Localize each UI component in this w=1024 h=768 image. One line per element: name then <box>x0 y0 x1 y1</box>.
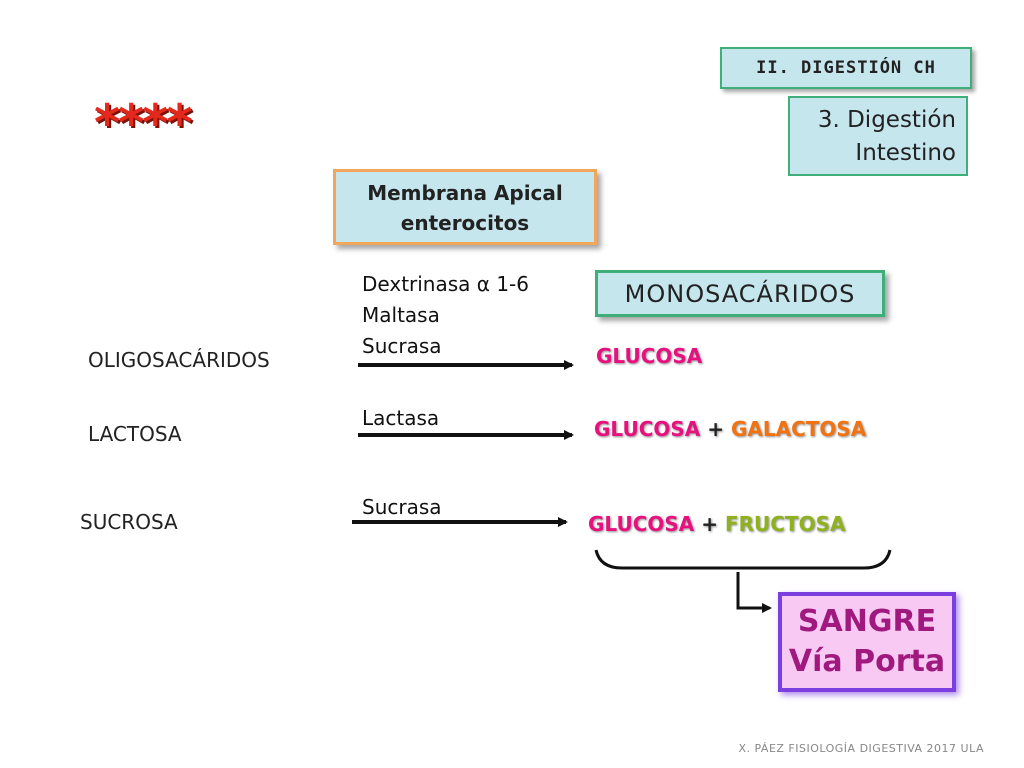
enzyme-maltasa: Maltasa <box>362 303 440 327</box>
product-glucosa-2: GLUCOSA <box>594 417 701 441</box>
product-fructosa: FRUCTOSA <box>724 512 846 536</box>
destination-line1: SANGRE <box>797 604 937 639</box>
section-label: II. DIGESTIÓN CH <box>720 47 972 89</box>
substrate-lactosa: LACTOSA <box>88 422 182 446</box>
apical-line1: Membrana Apical <box>367 181 563 205</box>
enzyme-list-1: Dextrinasa α 1-6 Maltasa Sucrasa <box>362 269 529 362</box>
product-glucosa-1: GLUCOSA <box>596 344 703 368</box>
sangre-via-porta-box: SANGRE Vía Porta <box>778 592 956 692</box>
substrate-sucrosa: SUCROSA <box>80 510 178 534</box>
apical-line2: enterocitos <box>400 211 530 235</box>
enzyme-sucrasa: Sucrasa <box>362 334 442 358</box>
destination-line2: Vía Porta <box>788 644 946 679</box>
plus-sign-2: + <box>707 417 724 441</box>
substrate-oligosacaridos: OLIGOSACÁRIDOS <box>88 348 270 372</box>
enzyme-dextrinasa: Dextrinasa α 1-6 <box>362 272 529 296</box>
arrow-to-sangre <box>736 572 772 613</box>
footer-credit: X. PÁEZ FISIOLOGÍA DIGESTIVA 2017 ULA <box>738 742 984 755</box>
topic-line1: 3. Digestión <box>817 107 956 133</box>
product-line-2: GLUCOSA + GALACTOSA <box>594 417 866 441</box>
stars-decoration: **** <box>94 94 193 152</box>
apical-membrane-box: Membrana Apical enterocitos <box>333 169 597 245</box>
product-galactosa: GALACTOSA <box>730 417 867 441</box>
enzyme-sucrasa-2: Sucrasa <box>362 495 442 519</box>
enzyme-lactasa: Lactasa <box>362 406 440 430</box>
grouping-brace <box>594 549 892 570</box>
topic-box: 3. Digestión Intestino <box>788 96 968 176</box>
monosaccharides-box: MONOSACÁRIDOS <box>595 270 885 317</box>
plus-sign-3: + <box>701 512 718 536</box>
product-line-3: GLUCOSA + FRUCTOSA <box>588 512 845 536</box>
topic-line2: Intestino <box>855 140 956 166</box>
product-glucosa-3: GLUCOSA <box>588 512 695 536</box>
